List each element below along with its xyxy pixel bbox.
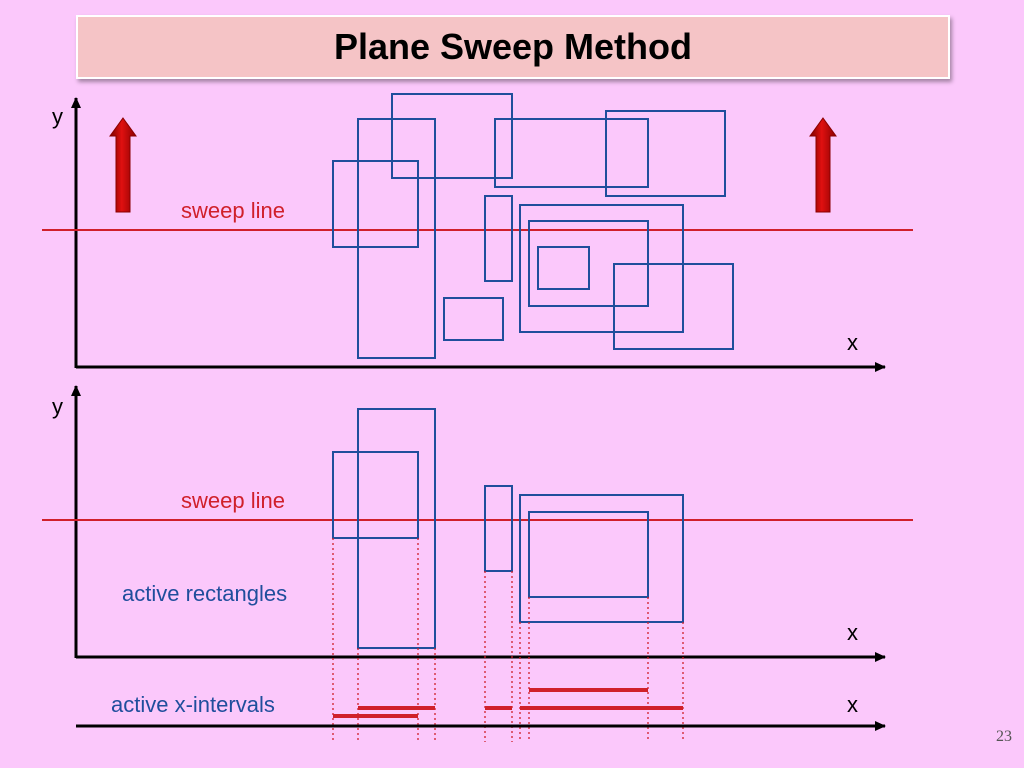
rectangle [494,118,649,188]
rectangle [357,118,436,359]
rectangle [537,246,590,290]
active-rectangles-label: active rectangles [122,581,287,606]
page-title: Plane Sweep Method [333,26,693,67]
top-sweep-label: sweep line [181,198,285,223]
bottom-x-label: x [847,620,858,645]
top-x-label: x [847,330,858,355]
top-panel: y x sweep line [42,93,913,372]
rectangle [391,93,513,179]
rectangle [443,297,504,341]
active-rectangle [332,451,419,539]
active-rectangle [519,494,684,623]
active-x-intervals-label: active x-intervals [111,692,275,717]
rectangle [484,195,513,282]
rectangle [605,110,726,197]
bottom-y-label: y [52,394,63,419]
up-arrow-icon [809,117,837,213]
rectangle [519,204,684,333]
interval-x-label: x [847,692,858,717]
rectangle [332,160,419,248]
up-arrow-icon [109,117,137,213]
active-rectangle [484,485,513,572]
bottom-sweep-label: sweep line [181,488,285,513]
interval-axis-panel: x active x-intervals [76,688,886,731]
active-rectangle [528,511,649,598]
active-rectangle [357,408,436,649]
bottom-panel: y x sweep line active rectangles [42,385,913,742]
title-box: Plane Sweep Method [76,15,950,79]
top-y-label: y [52,104,63,129]
page-number: 23 [996,728,1012,745]
rectangle [613,263,734,350]
